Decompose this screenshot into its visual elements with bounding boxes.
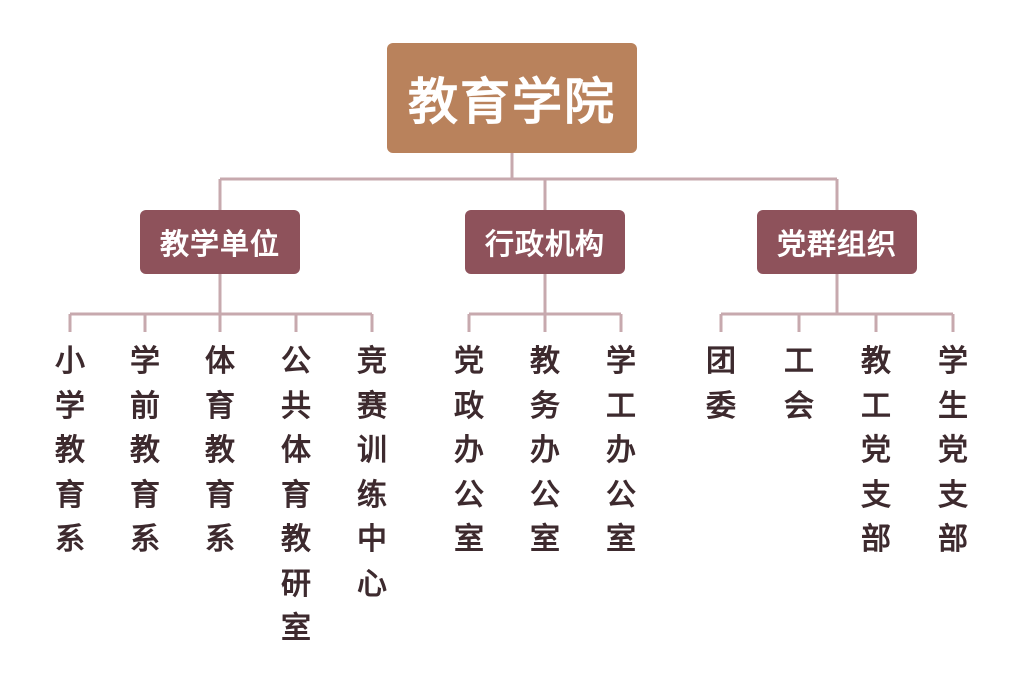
leaf-node-party-admin-office: 党政办公室 xyxy=(454,344,484,557)
leaf-node-student-affairs-office: 学工办公室 xyxy=(606,344,636,557)
branch-node-teaching-units: 教学单位 xyxy=(140,210,300,274)
leaf-node-labor-union: 工会 xyxy=(784,344,814,424)
leaf-node-physical-education: 体育教育系 xyxy=(205,344,235,557)
leaf-node-youth-league: 团委 xyxy=(706,344,736,424)
leaf-node-preschool-education: 学前教育系 xyxy=(130,344,160,557)
leaf-node-student-party-branch: 学生党支部 xyxy=(938,344,968,557)
branch-node-party-groups: 党群组织 xyxy=(757,210,917,274)
branch-node-administration: 行政机构 xyxy=(465,210,625,274)
root-node: 教育学院 xyxy=(387,43,637,153)
leaf-node-faculty-party-branch: 教工党支部 xyxy=(861,344,891,557)
leaf-node-academic-affairs-office: 教务办公室 xyxy=(530,344,560,557)
leaf-node-public-pe-office: 公共体育教研室 xyxy=(281,344,311,646)
leaf-node-primary-education: 小学教育系 xyxy=(55,344,85,557)
leaf-node-competition-center: 竞赛训练中心 xyxy=(357,344,387,602)
